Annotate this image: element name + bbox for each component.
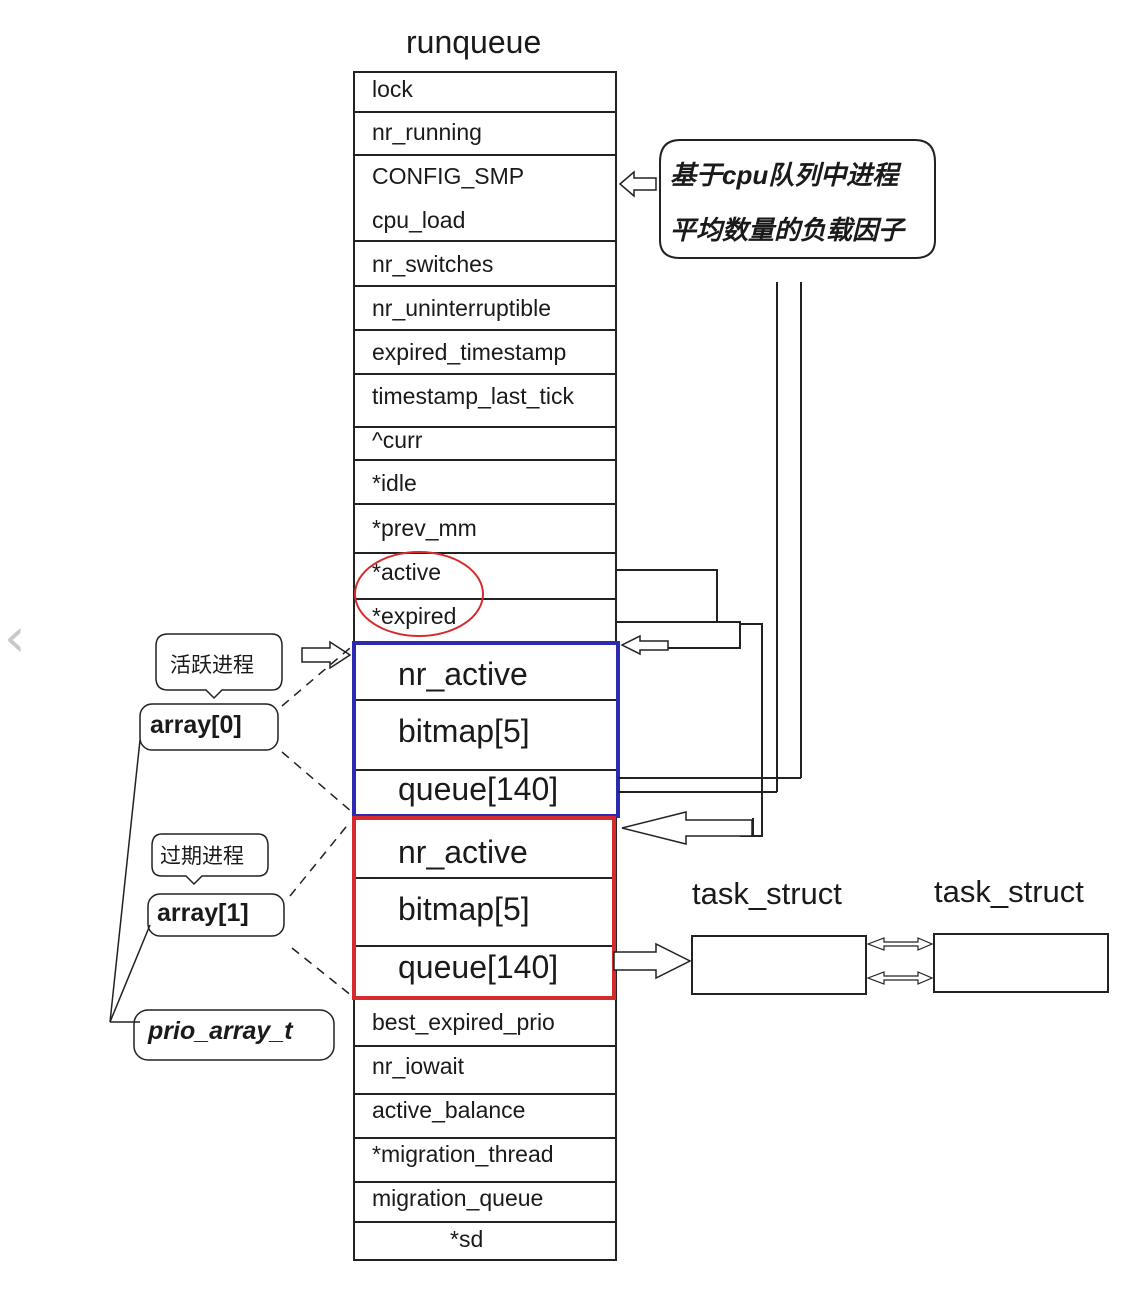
task-struct-box-2 [933, 933, 1109, 993]
active-bubble [155, 633, 283, 700]
field-timestamp-last-tick: timestamp_last_tick [372, 383, 574, 409]
array1-block [352, 816, 616, 1000]
field-nr-switches: nr_switches [372, 251, 494, 277]
link-backward [866, 971, 934, 985]
field-nr-uninterruptible: nr_uninterruptible [372, 295, 552, 321]
task-struct-label-2: task_struct [934, 874, 1084, 909]
expired-bubble [151, 833, 269, 886]
field-active: *active [372, 559, 442, 585]
field-cpu-load: cpu_load [372, 207, 466, 233]
task-struct-box-1 [691, 935, 867, 995]
active-bubble-text: 活跃进程 [170, 654, 254, 677]
field-nr-running: nr_running [372, 119, 482, 145]
array0-label: array[0] [150, 711, 242, 739]
field-prev-mm: *prev_mm [372, 515, 477, 541]
array1-bitmap: bitmap[5] [398, 891, 530, 927]
queue-arrow [613, 942, 692, 980]
row-dividers [354, 111, 616, 1223]
field-nr-iowait: nr_iowait [372, 1053, 465, 1079]
note-bubble [659, 139, 936, 259]
dashed-guides [281, 647, 353, 997]
prio-label-box [133, 1009, 335, 1061]
array1-label: array[1] [157, 899, 249, 927]
link-forward [866, 937, 934, 951]
note-line-1: 基于cpu队列中进程 [670, 160, 899, 190]
chevron-left-icon[interactable]: ‹ [4, 606, 26, 669]
field-lock: lock [372, 76, 413, 102]
array0-nr-active: nr_active [398, 656, 528, 692]
field-expired-timestamp: expired_timestamp [372, 339, 567, 365]
array0-bitmap: bitmap[5] [398, 713, 530, 749]
expired-arrow [621, 811, 753, 845]
highlight-circle [354, 551, 484, 637]
field-best-expired-prio: best_expired_prio [372, 1009, 555, 1035]
array1-queue: queue[140] [398, 949, 559, 985]
field-migration-queue: migration_queue [372, 1185, 544, 1211]
prio-array-t-label: prio_array_t [148, 1017, 293, 1045]
expired-bubble-text: 过期进程 [160, 845, 244, 868]
note-line-2: 平均数量的负载因子 [670, 215, 905, 245]
field-idle: *idle [372, 470, 417, 496]
array1-nr-active: nr_active [398, 834, 528, 870]
array0-queue: queue[140] [398, 771, 559, 807]
task-struct-label-1: task_struct [692, 876, 842, 911]
note-arrow [618, 170, 657, 198]
array0-label-box [139, 703, 279, 751]
field-migration-thread: *migration_thread [372, 1141, 554, 1167]
field-config-smp: CONFIG_SMP [372, 163, 525, 189]
runqueue-title: runqueue [406, 24, 542, 60]
field-expired: *expired [372, 603, 457, 629]
field-sd: *sd [450, 1226, 484, 1252]
active-arrow [301, 640, 352, 670]
array1-label-box [147, 893, 285, 937]
field-curr: ^curr [372, 427, 423, 453]
field-active-balance: active_balance [372, 1097, 526, 1123]
prio-lines [109, 739, 151, 1023]
connector-lines [616, 282, 802, 837]
